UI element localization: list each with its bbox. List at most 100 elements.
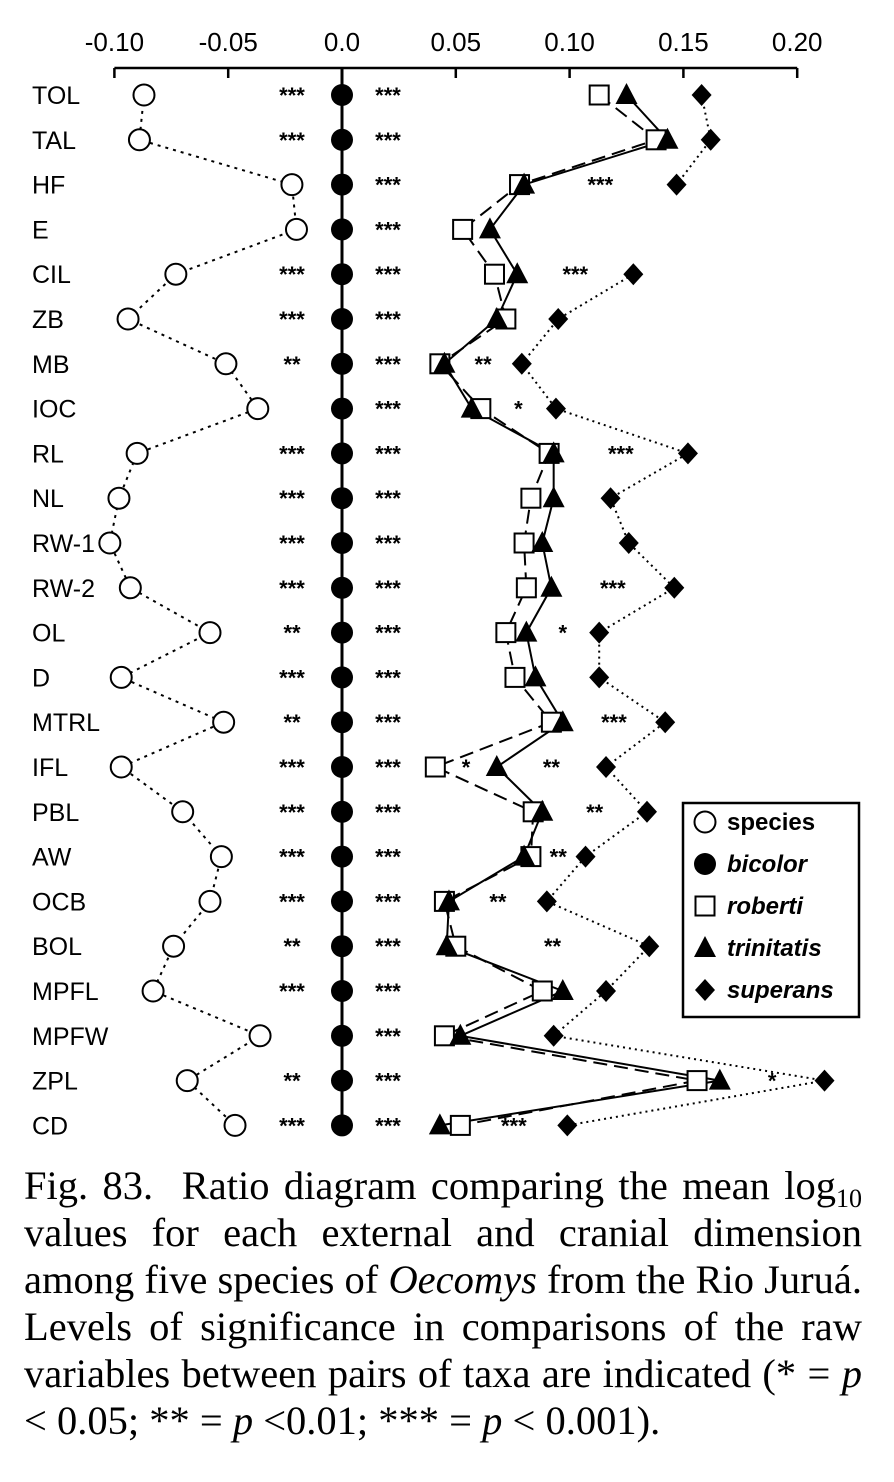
sig-bicolor-others: *** xyxy=(375,441,401,466)
species-point xyxy=(127,128,151,152)
superans-point xyxy=(814,1069,835,1092)
legend-label: superans xyxy=(727,977,834,1004)
variable-label: TAL xyxy=(32,127,76,155)
superans-point xyxy=(543,1024,564,1047)
variable-label: RW-2 xyxy=(32,575,95,603)
legend-label: species xyxy=(727,809,815,836)
bicolor-point xyxy=(331,308,353,330)
sig-species-bicolor: *** xyxy=(279,128,305,153)
trinitatis-point xyxy=(513,844,536,866)
species-point xyxy=(109,665,133,689)
roberti-point xyxy=(483,263,505,285)
species-point xyxy=(280,173,304,197)
species-point xyxy=(141,979,165,1003)
sig-species-bicolor: *** xyxy=(279,307,305,332)
variable-label: AW xyxy=(32,844,72,872)
variable-label: MPFL xyxy=(32,978,99,1006)
roberti-point xyxy=(452,218,474,240)
sig-species-bicolor: *** xyxy=(279,1113,305,1138)
superans-point xyxy=(691,84,712,106)
trinitatis-point xyxy=(551,710,574,732)
trinitatis-point xyxy=(506,262,529,284)
species-point xyxy=(198,889,222,913)
species-point xyxy=(164,262,188,286)
caption-text-6: < 0.001). xyxy=(502,1398,661,1443)
bicolor-point xyxy=(331,173,353,196)
superans-point xyxy=(600,487,621,510)
sig-trinitatis-superans: ** xyxy=(489,889,507,914)
bicolor-point xyxy=(331,756,353,778)
species-point xyxy=(162,934,186,958)
sig-species-bicolor: ** xyxy=(283,621,301,646)
sig-species-bicolor: ** xyxy=(283,1069,301,1094)
caption-p3: p xyxy=(482,1398,503,1443)
caption-text-3: from the Rio Juruá. Levels of significan… xyxy=(24,1257,862,1396)
superans-point xyxy=(700,128,721,151)
trinitatis-point xyxy=(437,889,460,911)
bicolor-point xyxy=(331,935,353,958)
species-point xyxy=(284,217,308,241)
trinitatis-point xyxy=(551,979,574,1000)
sig-species-bicolor: *** xyxy=(279,531,305,556)
sig-trinitatis-superans: ** xyxy=(543,755,561,780)
sig-species-bicolor: *** xyxy=(279,800,305,825)
species-point xyxy=(246,397,270,421)
sig-bicolor-others: *** xyxy=(375,217,401,242)
trinitatis-point xyxy=(485,755,508,776)
superans-point xyxy=(548,308,569,330)
sig-trinitatis-superans: *** xyxy=(501,1113,527,1138)
sig-bicolor-others: *** xyxy=(375,1113,401,1138)
trinitatis-point xyxy=(515,620,538,642)
sig-bicolor-others: *** xyxy=(375,665,401,690)
species-point xyxy=(248,1024,272,1048)
sig-trinitatis-superans: ** xyxy=(550,845,568,870)
sig-species-bicolor: *** xyxy=(279,486,305,511)
roberti-point xyxy=(686,1070,708,1092)
sig-bicolor-others: *** xyxy=(375,486,401,511)
sig-bicolor-others: *** xyxy=(375,576,401,601)
x-tick-label: 0.15 xyxy=(658,27,709,57)
species-point xyxy=(116,307,140,331)
trinitatis-point xyxy=(540,575,563,597)
superans-line xyxy=(520,273,825,1127)
caption-text-5: <0.01; *** = xyxy=(253,1398,483,1443)
caption-p2: p xyxy=(232,1398,254,1443)
sig-species-bicolor: ** xyxy=(283,934,301,959)
superans-point xyxy=(639,935,660,958)
species-point xyxy=(109,755,133,779)
variable-label: BOL xyxy=(32,933,82,961)
sig-species-bicolor: ** xyxy=(283,710,301,735)
bicolor-point xyxy=(331,890,353,913)
trinitatis-point xyxy=(485,307,508,328)
caption-text-2: values for each external and cranial dim… xyxy=(24,1210,862,1302)
species-point xyxy=(118,576,142,600)
roberti-point xyxy=(495,622,517,644)
species-point xyxy=(198,621,222,645)
x-tick-label: -0.05 xyxy=(199,27,258,57)
variable-label: CIL xyxy=(32,261,71,289)
superans-point xyxy=(511,352,532,375)
species-point xyxy=(209,845,233,869)
superans-point xyxy=(636,800,657,823)
variable-label: MPFW xyxy=(32,1023,109,1051)
trinitatis-point xyxy=(435,934,458,956)
sig-bicolor-others: *** xyxy=(375,755,401,780)
superans-point xyxy=(589,666,610,689)
species-point xyxy=(125,441,149,465)
sig-trinitatis-superans: *** xyxy=(562,262,588,287)
species-point xyxy=(98,531,122,555)
species-point xyxy=(212,710,236,734)
bicolor-point xyxy=(331,487,353,510)
sig-bicolor-others: *** xyxy=(375,845,401,870)
roberti-point xyxy=(520,487,542,509)
trinitatis-point xyxy=(428,1113,451,1135)
superans-point xyxy=(655,711,676,734)
roberti-point xyxy=(433,1025,455,1047)
variable-label: E xyxy=(32,216,49,244)
x-tick-label: 0.05 xyxy=(430,27,481,57)
sig-bicolor-others: *** xyxy=(375,352,401,377)
bicolor-point xyxy=(331,711,353,734)
trinitatis-line xyxy=(439,94,720,1127)
bicolor-point xyxy=(331,1069,353,1092)
